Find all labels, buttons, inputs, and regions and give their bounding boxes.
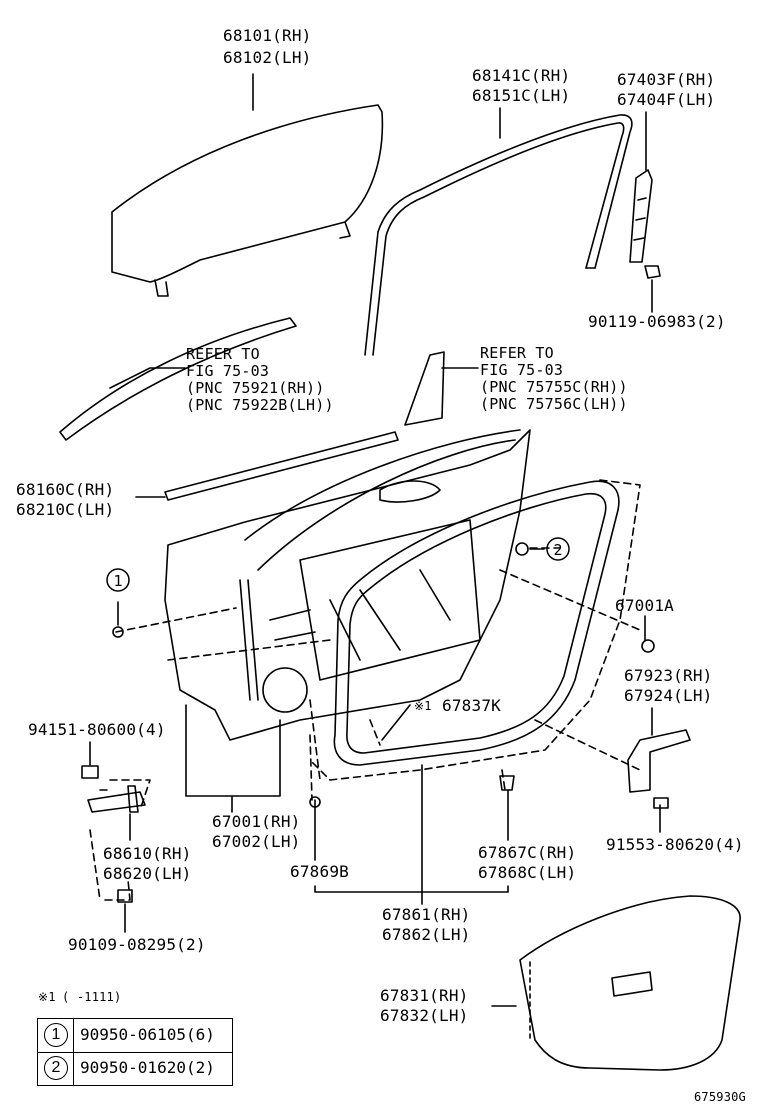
hinge-icon [87,785,146,813]
label-67404f: 67404F(LH) [617,90,716,109]
door-glass-icon [111,104,384,297]
service-hole-cover-icon [519,895,741,1071]
leader-67861 [314,764,509,905]
label-67861: 67861(RH) [382,905,471,924]
hidden-outline [89,479,641,901]
label-refer2-line4: (PNC 75756C(LH)) [480,395,628,413]
label-68102: 68102(LH) [223,48,312,67]
label-67002: 67002(LH) [212,832,301,851]
label-refer1-line3: (PNC 75921(RH)) [186,379,325,397]
label-90109: 90109-08295(2) [68,935,206,954]
legend-row: 2 90950-01620(2) [38,1052,232,1085]
label-refer2-line1: REFER TO [480,344,554,362]
label-67832: 67832(LH) [380,1006,469,1025]
note-text: ( -1111) [62,990,122,1004]
label-refer2-line3: (PNC 75755C(RH)) [480,378,628,396]
label-68101: 68101(RH) [223,26,312,45]
label-67868c: 67868C(LH) [478,863,577,882]
label-67867c: 67867C(RH) [478,843,577,862]
leader-67001 [185,704,281,813]
legend-value-1: 90950-06105(6) [80,1025,215,1044]
label-67001: 67001(RH) [212,812,301,831]
clip-67867c-icon [499,775,515,791]
label-67837k-mark: ※1 [414,699,432,713]
label-67837k: 67837K [442,696,501,715]
grommet-icon [112,626,124,638]
door-frame-garnish-icon [404,351,445,426]
callout-circle-1 [106,568,130,592]
label-67862: 67862(LH) [382,925,471,944]
clip-67869b-icon [309,796,321,808]
label-refer1-line4: (PNC 75922B(LH)) [186,396,334,414]
label-refer1-line1: REFER TO [186,345,260,363]
callout-1-text: 1 [113,572,122,590]
label-68141c: 68141C(RH) [472,66,571,85]
label-refer2-line2: FIG 75-03 [480,361,564,379]
label-68610: 68610(RH) [103,844,192,863]
label-68151c: 68151C(LH) [472,86,571,105]
label-68620: 68620(LH) [103,864,192,883]
note-mark: ※1 [38,990,56,1004]
leader-67837k [381,704,411,741]
legend-key-cell: 2 [38,1052,74,1085]
label-67403f: 67403F(RH) [617,70,716,89]
label-67001a: 67001A [615,596,674,615]
door-weatherstrip-icon [333,480,620,766]
bracket-icon [627,729,691,793]
division-bar-icon [629,169,653,263]
nut-icon [81,765,99,779]
leader-refer1 [109,367,186,389]
belt-weatherstrip-icon [164,431,399,501]
bolt-icon [644,265,661,279]
label-67923: 67923(RH) [624,666,713,685]
label-refer1-line2: FIG 75-03 [186,362,270,380]
legend-circle-1: 1 [44,1023,68,1047]
clip-icon [515,542,529,556]
label-67869b: 67869B [290,862,349,881]
legend-row: 1 90950-06105(6) [38,1019,232,1053]
legend-circle-2: 2 [44,1056,68,1080]
hinge-bolt-icon [117,889,133,903]
label-67831: 67831(RH) [380,986,469,1005]
legend-table: 1 90950-06105(6) 2 90950-01620(2) [37,1018,233,1086]
plug-icon [641,639,655,653]
run-channel-icon [364,114,633,356]
label-67924: 67924(LH) [624,686,713,705]
label-91553: 91553-80620(4) [606,835,744,854]
label-68160c: 68160C(RH) [16,480,115,499]
figure-id: 675930G [694,1090,746,1104]
callout-circle-2 [546,537,570,561]
door-panel-icon [164,429,531,741]
legend-value-2: 90950-01620(2) [80,1058,215,1077]
label-90119: 90119-06983(2) [588,312,726,331]
callout-2-text: 2 [553,541,562,559]
belt-molding-icon [59,317,297,441]
label-94151: 94151-80600(4) [28,720,166,739]
screw-icon [653,797,669,809]
legend-key-cell: 1 [38,1019,74,1052]
label-68210c: 68210C(LH) [16,500,115,519]
